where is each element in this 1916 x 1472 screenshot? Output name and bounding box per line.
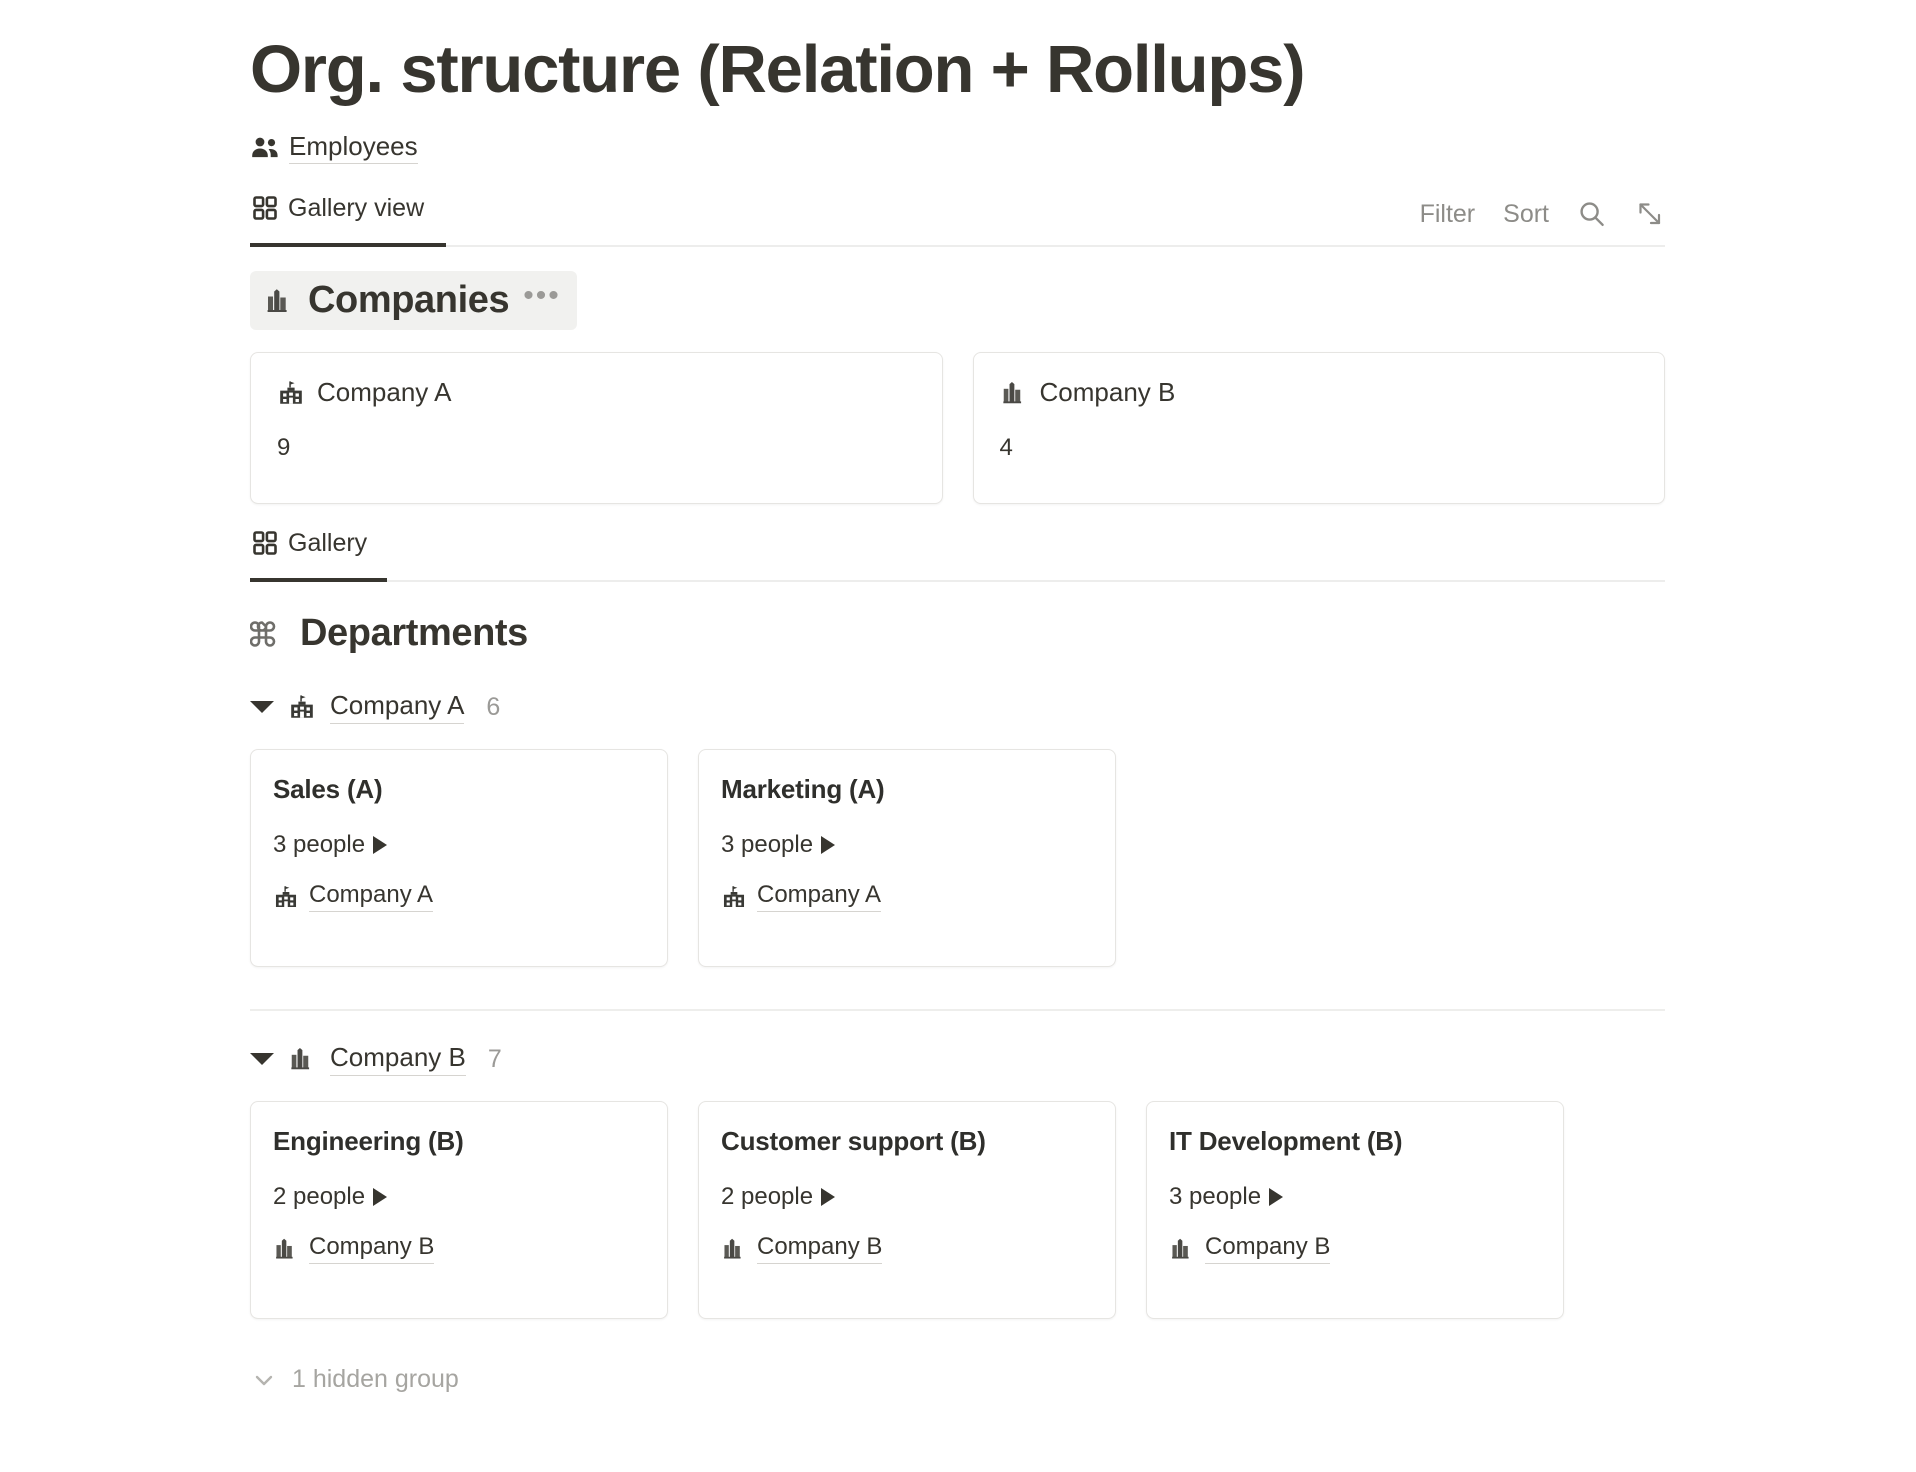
tab-gallery[interactable]: Gallery xyxy=(250,516,388,583)
company-card-title-row: Company B xyxy=(1000,377,1639,408)
department-card-people-count: 3 people xyxy=(721,831,814,859)
department-card[interactable]: Marketing (A) 3 people xyxy=(698,749,1116,968)
department-card-relation[interactable]: Company B xyxy=(721,1233,1093,1265)
view-tabs: Gallery view xyxy=(250,191,447,248)
toolbar-actions: Filter Sort xyxy=(1420,199,1665,237)
department-card-relation[interactable]: Company B xyxy=(273,1233,645,1265)
company-card[interactable]: Company A 9 xyxy=(250,352,943,505)
tab-gallery-label: Gallery xyxy=(288,528,368,557)
hidden-groups-toggle[interactable]: 1 hidden group xyxy=(250,1365,1665,1394)
tab-gallery-view[interactable]: Gallery view xyxy=(250,181,447,248)
sort-button[interactable]: Sort xyxy=(1503,199,1549,228)
department-card[interactable]: Engineering (B) 2 people Company B xyxy=(250,1101,668,1320)
factory-icon xyxy=(288,1045,316,1073)
gallery-grid-icon xyxy=(252,195,278,221)
source-database-label: Employees xyxy=(289,132,418,164)
collapse-triangle-icon[interactable] xyxy=(250,1053,274,1066)
company-card-name: Company B xyxy=(1039,377,1176,408)
department-card[interactable]: IT Development (B) 3 people Compan xyxy=(1146,1101,1564,1320)
group-header-company-a[interactable]: Company A 6 xyxy=(250,687,1665,727)
chevron-down-icon xyxy=(250,1366,278,1394)
companies-more-options-button[interactable]: ••• xyxy=(523,278,561,312)
hidden-groups-label: 1 hidden group xyxy=(292,1365,459,1394)
factory-icon xyxy=(264,286,294,316)
department-card-people-count: 3 people xyxy=(273,831,366,859)
command-loop-icon xyxy=(250,617,284,651)
department-card-relation-label: Company B xyxy=(757,1233,883,1265)
department-card-relation-label: Company A xyxy=(757,881,882,913)
view-tabs-secondary: Gallery xyxy=(250,526,388,583)
factory-icon xyxy=(1000,379,1028,407)
school-building-icon xyxy=(721,884,747,910)
tab-gallery-view-label: Gallery view xyxy=(288,193,425,222)
expand-relation-triangle-icon[interactable] xyxy=(373,1188,388,1207)
expand-relation-triangle-icon[interactable] xyxy=(1269,1188,1284,1207)
search-icon[interactable] xyxy=(1577,199,1607,229)
department-card-people[interactable]: 3 people xyxy=(273,831,645,859)
group-divider xyxy=(250,1009,1665,1012)
group-count: 7 xyxy=(487,1044,502,1073)
department-card-title: Marketing (A) xyxy=(721,774,885,805)
department-card-relation[interactable]: Company A xyxy=(273,881,645,913)
company-card-title-row: Company A xyxy=(277,377,916,408)
factory-icon xyxy=(1169,1236,1195,1262)
company-card-rollup-value: 4 xyxy=(999,434,1013,462)
department-card[interactable]: Customer support (B) 2 people Comp xyxy=(698,1101,1116,1320)
source-database-link[interactable]: Employees xyxy=(250,131,1665,165)
department-card-relation[interactable]: Company B xyxy=(1169,1233,1541,1265)
people-icon xyxy=(250,135,280,161)
view-toolbar-secondary: Gallery xyxy=(250,526,1665,583)
factory-icon xyxy=(273,1236,299,1262)
filter-button[interactable]: Filter xyxy=(1419,199,1476,228)
department-card-people-count: 2 people xyxy=(273,1183,366,1211)
department-card-people[interactable]: 2 people xyxy=(721,1183,1093,1211)
departments-section-header: Departments xyxy=(250,612,1665,655)
school-building-icon xyxy=(288,693,316,721)
companies-card-grid: Company A 9 Company B 4 xyxy=(250,352,1665,505)
company-card[interactable]: Company B 4 xyxy=(972,352,1665,505)
department-card-people[interactable]: 2 people xyxy=(273,1183,645,1211)
school-building-icon xyxy=(277,379,305,407)
department-card-relation-label: Company A xyxy=(309,881,434,913)
page-content: Org. structure (Relation + Rollups) Empl… xyxy=(250,0,1665,1394)
department-card-title: IT Development (B) xyxy=(1169,1126,1403,1157)
page-title: Org. structure (Relation + Rollups) xyxy=(250,32,1306,107)
department-card-people-count: 2 people xyxy=(721,1183,814,1211)
department-card-grid-company-a: Sales (A) 3 people xyxy=(250,749,1665,968)
view-toolbar-primary: Gallery view Filter Sort xyxy=(250,191,1665,248)
company-card-name: Company A xyxy=(317,377,452,408)
department-card-relation-label: Company B xyxy=(1205,1233,1331,1265)
gallery-grid-icon xyxy=(252,530,278,556)
group-header-company-b[interactable]: Company B 7 xyxy=(250,1039,1665,1079)
department-card-title: Sales (A) xyxy=(273,774,383,805)
group-count: 6 xyxy=(486,692,501,721)
companies-section-header[interactable]: Companies ••• xyxy=(250,271,577,331)
department-card-people[interactable]: 3 people xyxy=(1169,1183,1541,1211)
departments-section-title: Departments xyxy=(300,612,528,655)
department-card-grid-company-b: Engineering (B) 2 people Company B xyxy=(250,1101,1665,1320)
department-card-title: Engineering (B) xyxy=(273,1126,464,1157)
expand-relation-triangle-icon[interactable] xyxy=(821,836,836,855)
expand-diagonal-icon[interactable] xyxy=(1635,199,1665,229)
department-card-relation[interactable]: Company A xyxy=(721,881,1093,913)
school-building-icon xyxy=(273,884,299,910)
department-card-people-count: 3 people xyxy=(1169,1183,1262,1211)
group-name[interactable]: Company B xyxy=(330,1042,466,1077)
department-card[interactable]: Sales (A) 3 people xyxy=(250,749,668,968)
company-card-rollup-value: 9 xyxy=(277,434,291,462)
collapse-triangle-icon[interactable] xyxy=(250,701,274,714)
factory-icon xyxy=(721,1236,747,1262)
department-card-title: Customer support (B) xyxy=(721,1126,986,1157)
department-card-relation-label: Company B xyxy=(309,1233,435,1265)
companies-section-title: Companies xyxy=(308,279,510,322)
group-name[interactable]: Company A xyxy=(330,690,465,725)
expand-relation-triangle-icon[interactable] xyxy=(821,1188,836,1207)
department-card-people[interactable]: 3 people xyxy=(721,831,1093,859)
expand-relation-triangle-icon[interactable] xyxy=(373,836,388,855)
